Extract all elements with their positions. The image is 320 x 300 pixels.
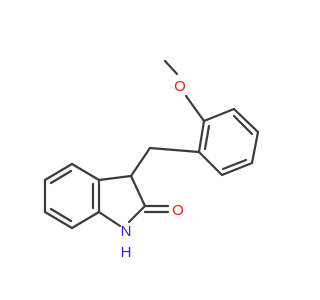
bond-c3-c3a xyxy=(97,174,133,182)
bond-ring1-f xyxy=(70,210,101,230)
bond-c3-c2 xyxy=(129,174,147,208)
methoxy-oxygen-label: O xyxy=(174,78,186,95)
bond-ch2-c3 xyxy=(129,146,152,178)
bond-ring1-b xyxy=(70,162,101,182)
bond-ring2-c xyxy=(250,130,260,165)
bond-ring2-b xyxy=(232,107,260,134)
bond-ring2-f xyxy=(197,119,206,154)
bond-ring2-d-inner xyxy=(221,158,248,171)
bond-ring2-e xyxy=(197,150,224,177)
bond-ring2-b-inner xyxy=(232,114,254,136)
bond-n-c7a xyxy=(97,210,122,228)
carbonyl-oxygen-label: O xyxy=(172,202,184,219)
bond-ring1-c-inner xyxy=(49,169,73,185)
bond-methyl-o xyxy=(163,59,179,76)
nitrogen-label: N xyxy=(121,223,132,240)
carbonyl-oxygen-atom: O xyxy=(172,202,184,219)
methoxy-oxygen-atom: O xyxy=(174,78,186,95)
bond-ring2-a xyxy=(202,107,236,123)
nh-atom: N H xyxy=(121,223,132,261)
bond-o-aryl xyxy=(184,94,206,123)
bond-ring1-e-inner xyxy=(49,207,73,223)
bond-ring2-d xyxy=(220,161,254,177)
molecule-structure-diagram: O O N H xyxy=(43,59,260,261)
bond-ch2-aryl xyxy=(148,146,201,154)
bond-c2-n xyxy=(127,204,147,224)
nitrogen-hydrogen-label: H xyxy=(121,244,132,261)
bond-ring1-c xyxy=(43,162,74,182)
bond-ring1-e xyxy=(43,210,74,230)
bond-ring2-f-inner xyxy=(203,124,211,151)
